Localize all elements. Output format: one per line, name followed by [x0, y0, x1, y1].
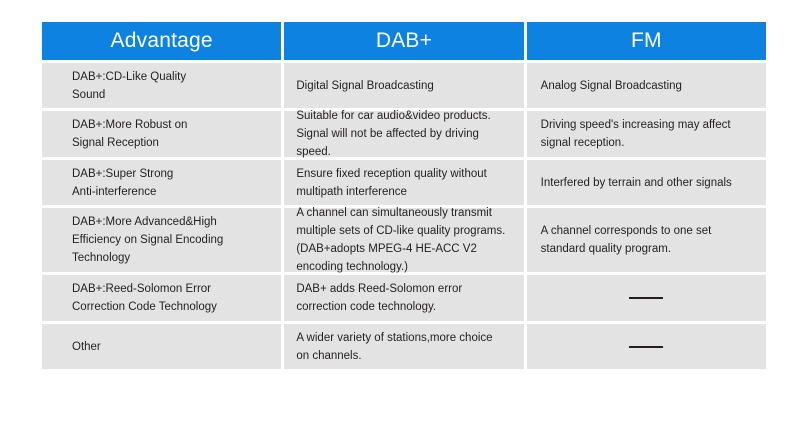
table-cell: Suitable for car audio&video products. S…	[284, 110, 524, 158]
comparison-table: Advantage DAB+:CD-Like Quality Sound DAB…	[42, 22, 766, 369]
column-dab-plus: DAB+ Digital Signal Broadcasting Suitabl…	[284, 22, 524, 369]
cell-text: Interfered by terrain and other signals	[540, 176, 732, 189]
em-dash-icon	[629, 345, 664, 348]
cell-text: Ensure fixed reception quality without m…	[296, 167, 487, 198]
cell-text: DAB+ adds Reed-Solomon error correction …	[296, 283, 463, 313]
cell-text: DAB+:Super Strong Anti-interference	[72, 167, 174, 198]
column-fm: FM Analog Signal Broadcasting Driving sp…	[526, 22, 766, 369]
column-header-advantage: Advantage	[42, 22, 282, 60]
cell-text: DAB+:More Robust on Signal Reception	[72, 119, 188, 149]
table-cell: Digital Signal Broadcasting	[284, 63, 524, 108]
table-cell: A wider variety of stations,more choice …	[284, 324, 524, 369]
cell-text: A channel can simultaneously transmit mu…	[296, 207, 506, 273]
cell-text: A wider variety of stations,more choice …	[296, 331, 493, 362]
column-advantage: Advantage DAB+:CD-Like Quality Sound DAB…	[42, 22, 282, 369]
table-cell: Analog Signal Broadcasting	[526, 63, 766, 108]
table-cell-empty	[526, 275, 766, 321]
cell-text: Driving speed's increasing may affect si…	[540, 119, 731, 149]
table-cell-empty	[526, 324, 766, 369]
cell-text: A channel corresponds to one set standar…	[540, 225, 712, 255]
table-cell: Other	[42, 324, 282, 369]
table-cell: DAB+:Reed-Solomon Error Correction Code …	[42, 275, 282, 321]
cell-text: DAB+:Reed-Solomon Error Correction Code …	[72, 283, 217, 313]
table-cell: DAB+:Super Strong Anti-interference	[42, 160, 282, 205]
column-header-dab-plus: DAB+	[284, 22, 524, 60]
cell-text: DAB+:CD-Like Quality Sound	[72, 70, 187, 101]
em-dash-icon	[629, 297, 664, 299]
table-cell: DAB+:CD-Like Quality Sound	[42, 63, 282, 108]
table-cell: Ensure fixed reception quality without m…	[284, 160, 524, 205]
cell-text: Suitable for car audio&video products. S…	[296, 110, 491, 158]
table-cell: DAB+ adds Reed-Solomon error correction …	[284, 275, 524, 321]
table-cell: A channel corresponds to one set standar…	[526, 208, 766, 272]
column-header-fm: FM	[526, 22, 766, 60]
table-cell: DAB+:More Advanced&High Efficiency on Si…	[42, 208, 282, 272]
cell-text: Analog Signal Broadcasting	[540, 79, 682, 92]
table-cell: A channel can simultaneously transmit mu…	[284, 207, 524, 273]
table-cell: Interfered by terrain and other signals	[526, 160, 766, 205]
table-cell: DAB+:More Robust on Signal Reception	[42, 111, 282, 157]
table-cell: Driving speed's increasing may affect si…	[526, 111, 766, 157]
cell-text: Digital Signal Broadcasting	[296, 79, 434, 92]
cell-text: DAB+:More Advanced&High Efficiency on Si…	[72, 216, 224, 264]
cell-text: Other	[72, 340, 101, 353]
